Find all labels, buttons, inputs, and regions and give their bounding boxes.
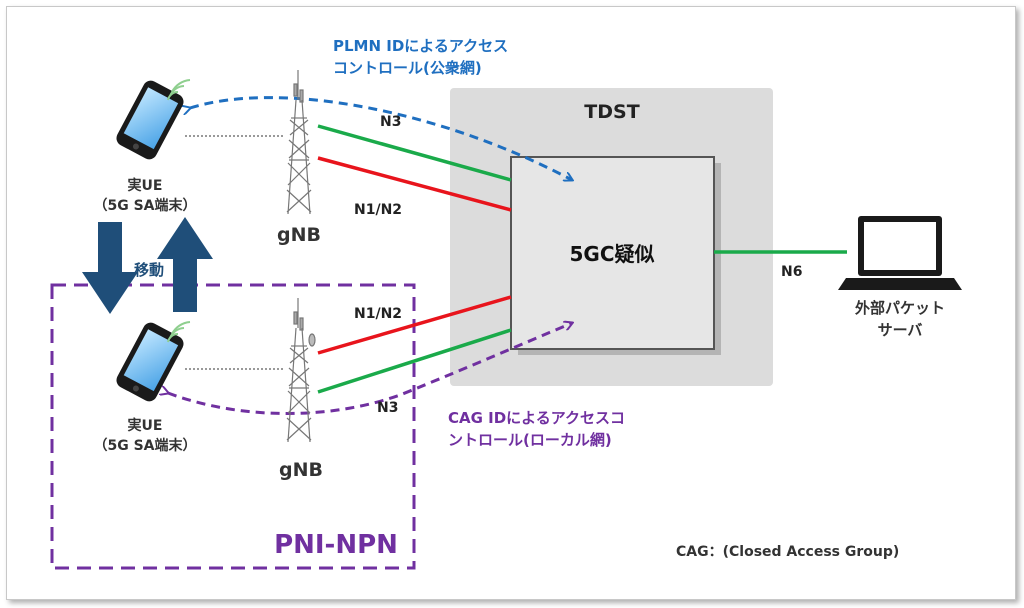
cag-access-line2: ントロール(ローカル網) bbox=[448, 431, 612, 449]
gnb-bottom-tower-icon bbox=[286, 298, 316, 443]
ue-bottom-sublabel: （5G SA端末） bbox=[93, 437, 196, 454]
n6-label: N6 bbox=[781, 264, 802, 280]
gnb-top-tower-icon bbox=[286, 70, 312, 215]
ue-bottom-phone-icon bbox=[116, 321, 191, 402]
n3-label-top: N3 bbox=[380, 114, 401, 130]
pni-npn-label: PNI-NPN bbox=[274, 530, 398, 560]
cag-access-arrow bbox=[168, 323, 572, 415]
n3-label-bottom: N3 bbox=[377, 400, 398, 416]
ue-top-label: 実UE bbox=[128, 177, 163, 194]
plmn-access-line2: コントロール(公衆網) bbox=[333, 59, 482, 77]
n1n2-label-bottom: N1/N2 bbox=[354, 306, 402, 322]
plmn-access-line1: PLMN IDによるアクセス bbox=[333, 37, 508, 55]
move-up-arrow bbox=[157, 217, 213, 312]
gnb-bottom-label: gNB bbox=[279, 459, 323, 481]
pni-npn-area bbox=[50, 283, 416, 570]
move-label: 移動 bbox=[134, 261, 164, 279]
server-label-line1: 外部パケット bbox=[854, 299, 945, 317]
ue-bottom-label: 実UE bbox=[128, 417, 163, 434]
plmn-access-arrow bbox=[190, 96, 572, 180]
move-down-arrow bbox=[82, 222, 138, 314]
5gc-core-label: 5GC疑似 bbox=[569, 242, 654, 266]
n1n2-label-top: N1/N2 bbox=[354, 202, 402, 218]
ue-top-sublabel: （5G SA端末） bbox=[93, 197, 196, 214]
cag-note: CAG：(Closed Access Group) bbox=[676, 544, 899, 560]
gnb-top-label: gNB bbox=[277, 224, 321, 246]
ue-top-phone-icon bbox=[116, 79, 191, 160]
external-server-laptop-icon bbox=[838, 216, 962, 290]
server-label-line2: サーバ bbox=[878, 321, 923, 339]
tdst-label: TDST bbox=[584, 101, 639, 123]
cag-access-line1: CAG IDによるアクセスコ bbox=[448, 409, 625, 427]
